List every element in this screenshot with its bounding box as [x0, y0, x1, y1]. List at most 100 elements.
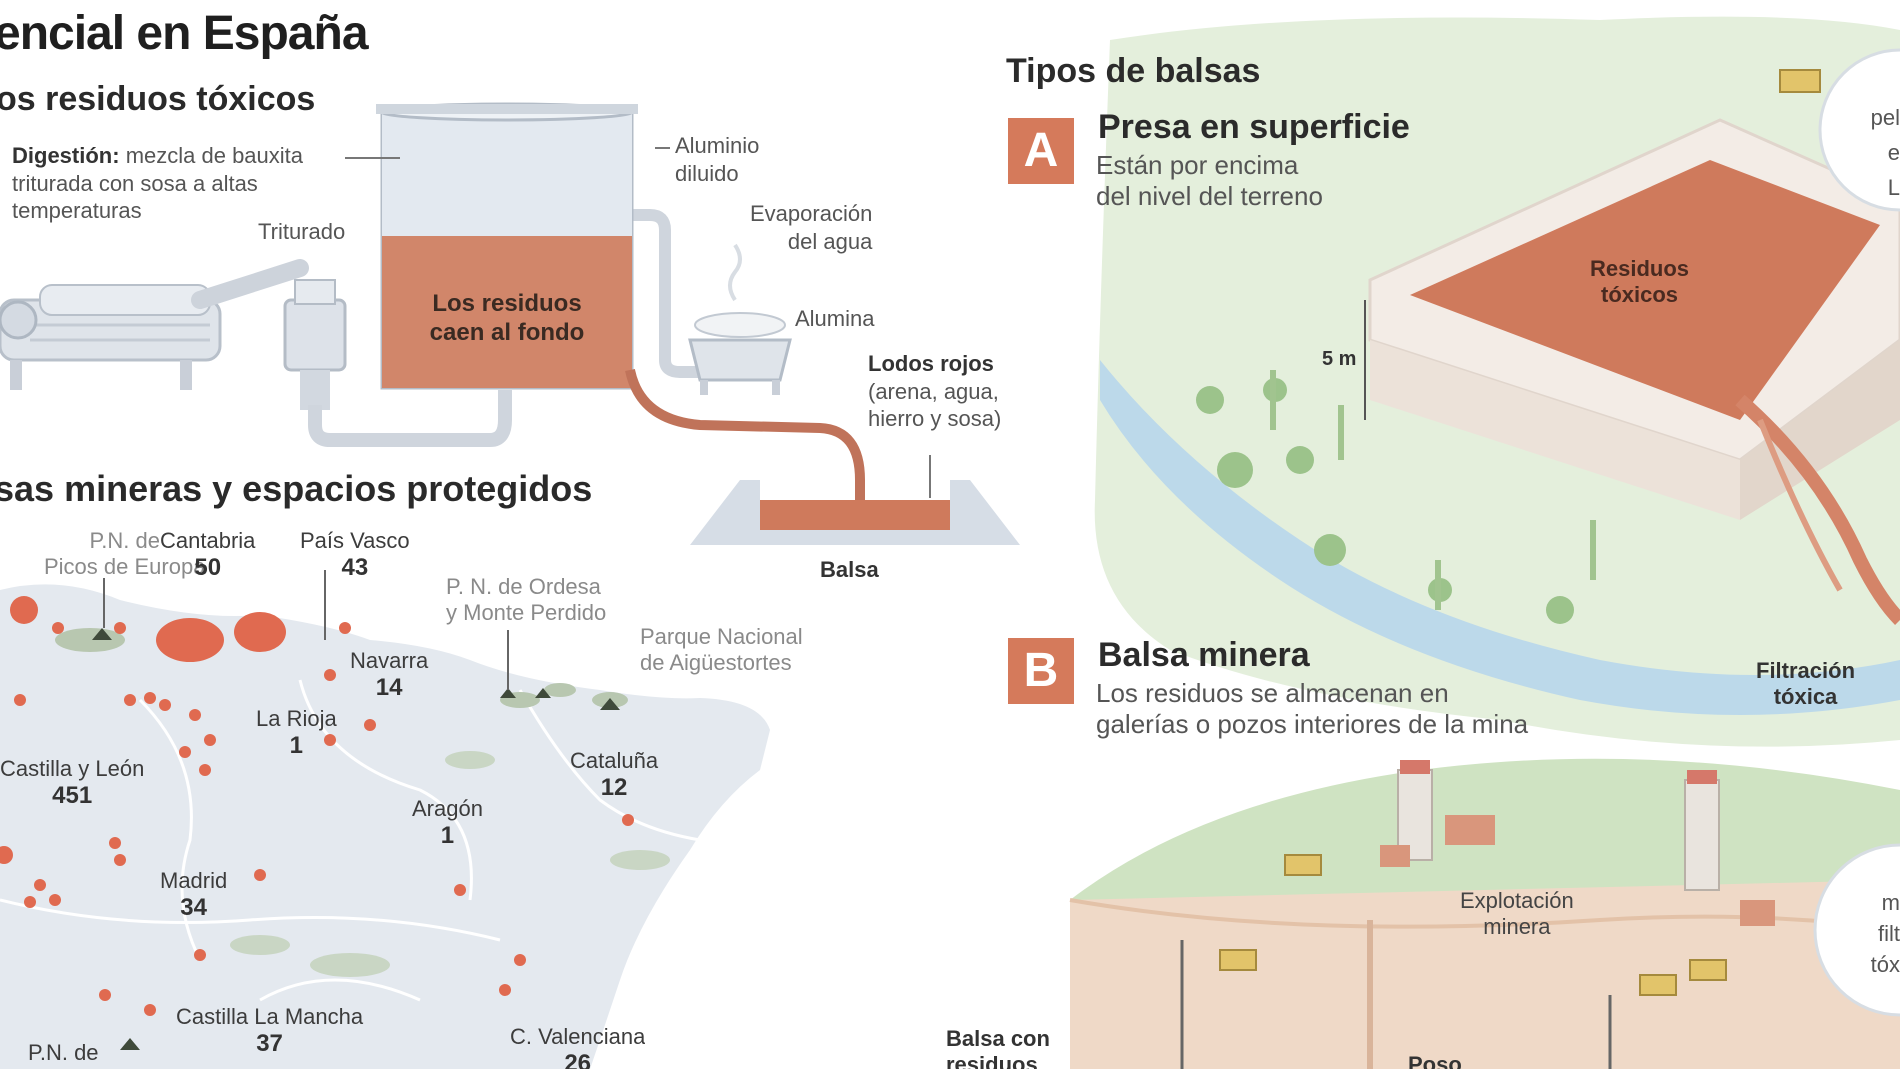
filtracion-2: tóxica	[1773, 684, 1838, 710]
explotacion-1: Explotación	[1460, 888, 1574, 913]
region-name: Navarra	[350, 648, 429, 673]
balsa-con-1: Balsa con	[946, 1026, 1050, 1051]
region-name: La Rioja	[256, 706, 337, 731]
picos-2: Picos de Europa	[44, 554, 206, 580]
mine-illustration	[1069, 758, 1900, 1069]
explotacion-2: minera	[1483, 914, 1551, 940]
region-count: 50	[194, 554, 222, 581]
region-count: 1	[289, 732, 304, 759]
region-name: Castilla La Mancha	[176, 1004, 364, 1029]
alumina-label: Alumina	[795, 306, 875, 331]
aiguestortes-1: Parque Nacional	[640, 624, 803, 649]
type-a-desc-1: Están por encima	[1096, 150, 1299, 180]
residuos-2: tóxicos	[1601, 282, 1679, 308]
digestion-caption: Digestión: mezcla de bauxita triturada c…	[12, 142, 303, 225]
region-madrid: Madrid 34	[160, 868, 227, 922]
region-name: C. Valenciana	[510, 1024, 646, 1049]
poso-label: Poso	[1408, 1052, 1462, 1069]
region-castilla-leon: Castilla y León 451	[0, 756, 144, 810]
explotacion-label: Explotación minera	[1460, 888, 1574, 941]
residuos-label: Residuos tóxicos	[1590, 256, 1689, 309]
type-a-title: Presa en superficie	[1098, 108, 1410, 146]
region-c-valenciana: C. Valenciana 26	[510, 1024, 645, 1069]
ordesa-2: y Monte Perdido	[446, 600, 607, 626]
section-subtitle: os residuos tóxicos	[0, 80, 316, 118]
region-name: País Vasco	[300, 528, 410, 553]
region-name: Castilla y León	[0, 756, 145, 781]
region-name: Cataluña	[570, 748, 659, 773]
region-pais-vasco: País Vasco 43	[300, 528, 410, 582]
digestion-tank	[376, 102, 638, 390]
type-b-desc-1: Los residuos se almacenan en	[1096, 678, 1449, 708]
digestion-label: Digestión:	[12, 143, 120, 168]
callout-circle-a	[1818, 48, 1900, 212]
filtracion-label: Filtración tóxica	[1756, 658, 1855, 711]
region-count: 1	[440, 822, 455, 849]
tank-caption: Los residuos caen al fondo	[382, 290, 632, 348]
region-cataluna: Cataluña 12	[570, 748, 658, 802]
ordesa-label: P. N. de Ordesa y Monte Perdido	[446, 574, 606, 627]
edge-callout-a-text: pel e L	[1862, 100, 1900, 206]
region-count: 14	[375, 674, 403, 701]
triturado-label: Triturado	[258, 219, 346, 244]
edge-a-2: e	[1887, 140, 1900, 166]
region-count: 451	[52, 782, 93, 809]
type-b-desc-2: galerías o pozos interiores de la mina	[1096, 709, 1529, 740]
region-castilla-la-mancha: Castilla La Mancha 37	[176, 1004, 363, 1058]
digestion-text-3: temperaturas	[12, 198, 142, 223]
tank-text-2: caen al fondo	[429, 318, 585, 346]
type-b-badge: B	[1008, 638, 1074, 704]
filtracion-1: Filtración	[1756, 658, 1856, 683]
lodos-label: Lodos rojos (arena, agua, hierro y sosa)	[868, 350, 1001, 433]
edge-a-3: L	[1887, 175, 1900, 201]
edge-a-1: pel	[1870, 105, 1900, 130]
region-aragon: Aragón 1	[412, 796, 483, 850]
crusher-machine	[0, 259, 309, 390]
aluminio-1: Aluminio	[675, 133, 760, 158]
evaporacion-2: del agua	[787, 228, 873, 254]
balsa-pond	[690, 480, 1020, 545]
type-a-badge: A	[1008, 118, 1074, 184]
balsa-con-label: Balsa con residuos	[946, 1026, 1050, 1069]
region-count: 43	[341, 554, 369, 581]
evaporation-pan	[688, 243, 792, 395]
edge-b-1: m	[1881, 890, 1900, 915]
edge-b-2: filt	[1878, 920, 1900, 946]
surface-dam-illustration	[1094, 16, 1900, 747]
callout-circle-b	[1813, 843, 1900, 1017]
region-count: 26	[564, 1050, 592, 1069]
edge-callout-b-text: m filt tóx	[1862, 888, 1900, 980]
spain-map	[0, 570, 770, 1069]
height-label: 5 m	[1322, 348, 1357, 370]
region-name: Aragón	[412, 796, 483, 821]
page-title: encial en España	[0, 7, 369, 60]
region-name: Madrid	[160, 868, 228, 893]
type-b-description: Los residuos se almacenan en galerías o …	[1096, 678, 1528, 740]
lodos-1: (arena, agua,	[868, 378, 999, 404]
picos-1: P.N. de	[89, 528, 160, 553]
region-navarra: Navarra 14	[350, 648, 428, 702]
type-b-title: Balsa minera	[1098, 636, 1310, 674]
aluminio-label: Aluminio diluido	[675, 132, 759, 187]
region-name: Cantabria	[160, 528, 256, 553]
aluminio-2: diluido	[675, 160, 739, 186]
region-count: 34	[180, 894, 207, 921]
type-a-description: Están por encima del nivel del terreno	[1096, 150, 1323, 212]
lodos-2: hierro y sosa)	[868, 406, 1002, 431]
aiguestortes-2: de Aigüestortes	[640, 650, 792, 676]
edge-b-3: tóx	[1870, 951, 1900, 977]
map-section-title: sas mineras y espacios protegidos	[0, 468, 593, 509]
picos-label: P.N. de Picos de Europa	[44, 528, 205, 581]
digestion-text-1: mezcla de bauxita	[125, 143, 304, 168]
aiguestortes-label: Parque Nacional de Aigüestortes	[640, 624, 803, 677]
region-cantabria: Cantabria 50	[160, 528, 255, 582]
tank-text-1: Los residuos	[432, 290, 582, 317]
grinder	[283, 279, 347, 410]
residuos-1: Residuos	[1590, 256, 1690, 281]
ordesa-1: P. N. de Ordesa	[446, 574, 601, 599]
balsa-label: Balsa	[820, 557, 879, 582]
type-a-desc-2: del nivel del terreno	[1096, 181, 1323, 212]
balsa-con-2: residuos	[946, 1052, 1038, 1069]
region-count: 12	[600, 774, 628, 801]
